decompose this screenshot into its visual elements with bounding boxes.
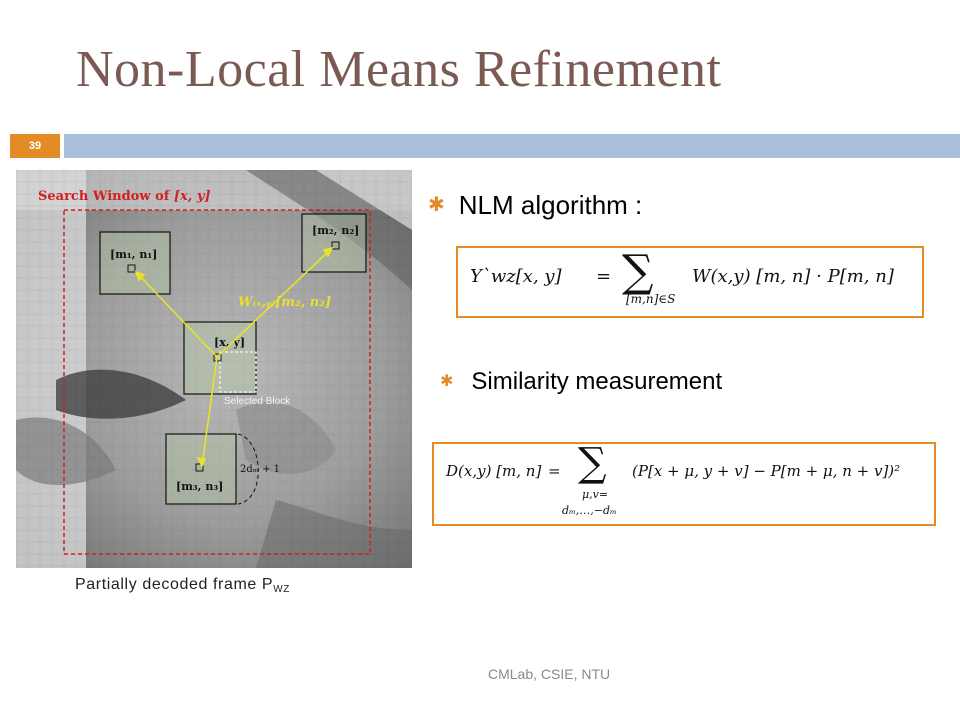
- slide-title: Non-Local Means Refinement: [76, 41, 722, 98]
- formula2-sum-sub2: dₘ,…,−dₘ: [562, 504, 617, 517]
- block3-label: [m₃, n₃]: [176, 480, 223, 493]
- search-window-outline: [63, 209, 371, 555]
- formula1-lhs: Y`wz[x, y]: [470, 266, 562, 287]
- formula2-sum-sub1: μ,v=: [582, 488, 609, 501]
- bullet-nlm-text: NLM algorithm :: [458, 190, 643, 220]
- bullet-similarity-text: Similarity measurement: [471, 368, 723, 395]
- block2-label: [m₂, n₂]: [312, 224, 359, 237]
- search-window-label: Search Window of [x, y]: [38, 189, 211, 204]
- formula1-sum-sub: [m,n]∈S: [626, 292, 676, 306]
- asterisk-bullet-icon: ✱: [428, 194, 445, 216]
- selected-block-label: Selected Block: [224, 396, 291, 407]
- formula1-rhs: W(x,y) [m, n] · P[m, n]: [692, 266, 894, 287]
- figure-caption: Partially decoded frame PWZ: [75, 576, 290, 595]
- formula2-lhs: D(x,y) [m, n]: [446, 462, 542, 480]
- nlm-formula-box: Y`wz[x, y] = ∑ [m,n]∈S W(x,y) [m, n] · P…: [456, 246, 924, 318]
- caption-text: Partially decoded frame P: [75, 576, 274, 593]
- size-brace: [237, 433, 259, 505]
- page-number-badge: 39: [10, 134, 60, 158]
- block1-label: [m₁, n₁]: [110, 248, 157, 261]
- block-m3n3: [165, 433, 237, 505]
- nlm-search-window-figure: Search Window of [x, y] [m₁, n₁] [m₂, n₂…: [16, 170, 412, 568]
- formula1-sum: ∑: [622, 246, 654, 297]
- selected-block-outline: [219, 351, 257, 393]
- slide-footer: CMLab, CSIE, NTU: [488, 666, 611, 682]
- figure-image: Search Window of [x, y] [m₁, n₁] [m₂, n₂…: [16, 170, 412, 568]
- center-block-label: [x, y]: [214, 336, 245, 349]
- formula1-equals: =: [596, 266, 612, 287]
- bullet-similarity: ✱ Similarity measurement: [440, 368, 722, 396]
- block-m1n1: [99, 231, 171, 295]
- formula2-sum: ∑: [578, 440, 607, 486]
- caption-subscript: WZ: [273, 584, 290, 595]
- page-number: 39: [28, 140, 42, 152]
- block-m2n2: [301, 213, 367, 273]
- title-divider-bar: [64, 134, 960, 158]
- similarity-formula-box: D(x,y) [m, n] = ∑ μ,v= dₘ,…,−dₘ (P[x + μ…: [432, 440, 936, 526]
- size-label: 2dₘ + 1: [240, 464, 280, 475]
- asterisk-bullet-icon: ✱: [440, 373, 454, 390]
- formula2-equals: =: [548, 462, 561, 480]
- weight-label: W₍ₓ,ᵧ₎[m₂, n₂]: [238, 295, 331, 310]
- bullet-nlm-algorithm: ✱ NLM algorithm :: [428, 190, 642, 221]
- formula2-rhs: (P[x + μ, y + v] − P[m + μ, n + v])²: [632, 462, 901, 480]
- weight-arrows: [134, 246, 334, 468]
